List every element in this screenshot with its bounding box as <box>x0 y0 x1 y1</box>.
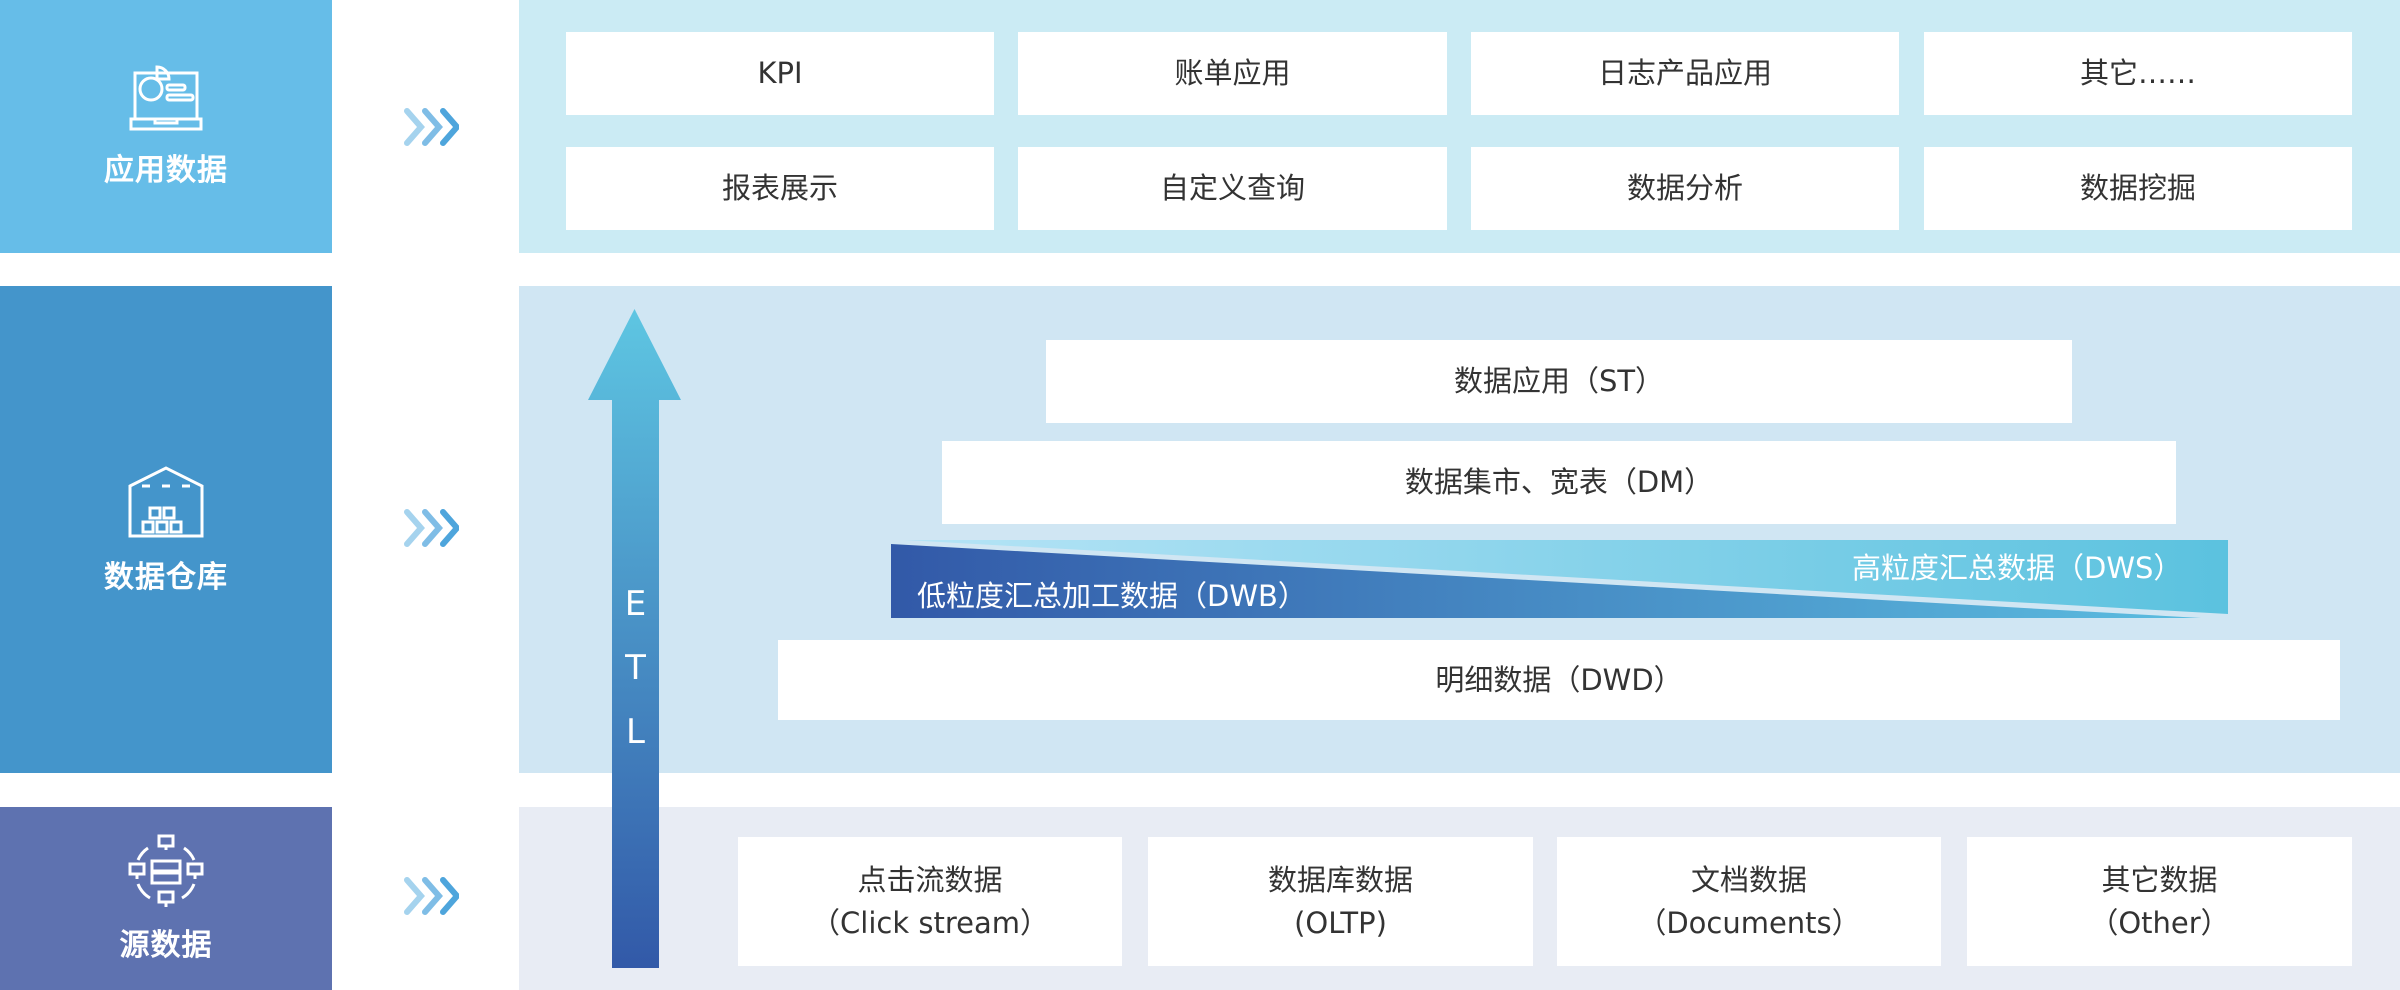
etl-l: L <box>626 712 645 752</box>
chevrons-right-icon <box>404 108 459 146</box>
source-sub: （Documents） <box>1637 905 1861 940</box>
source-sub: (OLTP) <box>1294 905 1387 940</box>
source-title: 其它数据 <box>2101 863 2218 898</box>
layer-dw-label: 数据仓库 <box>104 559 228 595</box>
app-item-custom-query: 自定义查询 <box>1018 147 1447 230</box>
chevrons-right-icon <box>404 877 459 915</box>
layer-app: 应用数据 <box>0 0 332 253</box>
source-title: 文档数据 <box>1690 863 1807 898</box>
dw-dm: 数据集市、宽表（DM） <box>942 441 2176 524</box>
layer-dw: 数据仓库 <box>0 286 332 773</box>
app-item-log-product: 日志产品应用 <box>1471 32 1899 115</box>
app-item-label: 其它…… <box>2079 56 2196 91</box>
dws-label: 高粒度汇总数据（DWS） <box>1852 551 2183 585</box>
source-other: 其它数据 （Other） <box>1967 837 2352 966</box>
app-item-label: KPI <box>757 56 803 91</box>
dwb-label: 低粒度汇总加工数据（DWB） <box>917 579 1307 613</box>
app-item-label: 数据挖掘 <box>2079 171 2196 206</box>
etl-t: T <box>625 648 646 688</box>
network-server-icon <box>128 834 204 907</box>
app-item-report: 报表展示 <box>566 147 994 230</box>
source-title: 点击流数据 <box>857 863 1003 898</box>
app-item-label: 日志产品应用 <box>1597 56 1772 91</box>
source-title: 数据库数据 <box>1267 863 1413 898</box>
app-item-mining: 数据挖掘 <box>1924 147 2352 230</box>
app-item-label: 自定义查询 <box>1159 171 1305 206</box>
etl-label: E T L <box>612 572 659 764</box>
dw-dwd-label: 明细数据（DWD） <box>1435 662 1683 697</box>
source-documents: 文档数据 （Documents） <box>1557 837 1941 966</box>
etl-arrow-icon <box>588 309 681 968</box>
warehouse-icon <box>128 465 204 537</box>
dwb-wedge <box>891 544 2201 618</box>
dw-dm-label: 数据集市、宽表（DM） <box>1404 465 1714 500</box>
etl-e: E <box>624 584 647 624</box>
dws-wedge <box>904 540 2228 614</box>
layer-source: 源数据 <box>0 807 332 990</box>
app-item-analysis: 数据分析 <box>1471 147 1899 230</box>
layer-source-label: 源数据 <box>119 927 213 963</box>
app-item-kpi: KPI <box>566 32 994 115</box>
dashboard-laptop-icon <box>129 64 203 130</box>
source-oltp: 数据库数据 (OLTP) <box>1148 837 1533 966</box>
app-item-other: 其它…… <box>1924 32 2352 115</box>
source-clickstream: 点击流数据 （Click stream） <box>738 837 1122 966</box>
dw-st: 数据应用（ST） <box>1046 340 2072 423</box>
source-sub: （Click stream） <box>811 905 1049 940</box>
layer-app-label: 应用数据 <box>104 152 228 188</box>
app-item-label: 账单应用 <box>1174 56 1291 91</box>
app-item-label: 数据分析 <box>1626 171 1743 206</box>
app-item-label: 报表展示 <box>721 171 838 206</box>
source-sub: （Other） <box>2089 905 2230 940</box>
dw-st-label: 数据应用（ST） <box>1453 364 1665 399</box>
dw-dwd: 明细数据（DWD） <box>778 640 2340 720</box>
dws-dwb-wedge <box>891 540 2228 618</box>
chevrons-right-icon <box>404 509 459 547</box>
app-item-billing: 账单应用 <box>1018 32 1447 115</box>
